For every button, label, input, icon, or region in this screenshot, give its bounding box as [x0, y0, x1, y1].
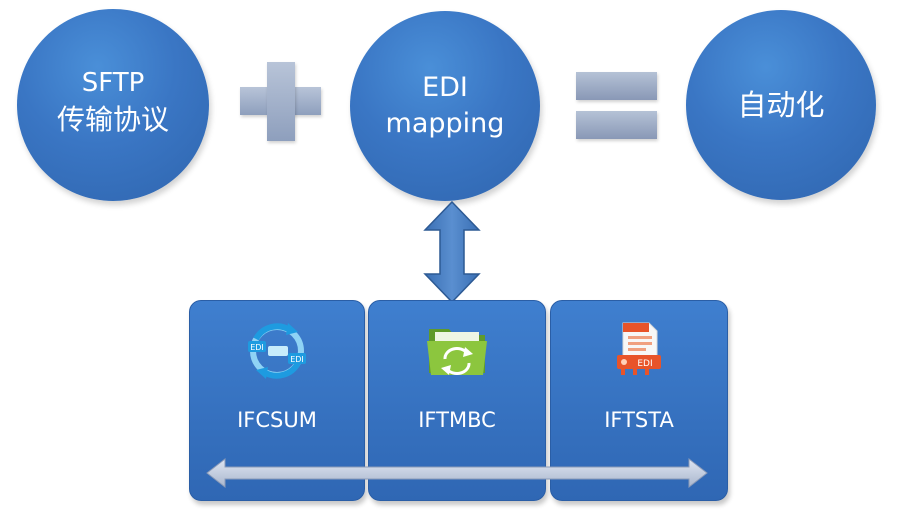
sftp-circle: SFTP 传输协议: [17, 9, 209, 201]
equals-bottom-bar: [576, 111, 657, 139]
equals-top-bar: [576, 72, 657, 100]
mapping-label: mapping: [385, 108, 505, 139]
edi-label: EDI: [422, 72, 468, 103]
iftsta-label: IFTSTA: [604, 408, 674, 432]
vertical-double-arrow: [423, 200, 481, 304]
horizontal-double-arrow: [206, 457, 708, 489]
automation-circle: 自动化: [686, 10, 876, 200]
edi-mapping-circle: EDI mapping: [350, 11, 540, 201]
green-folder-icon: [427, 329, 487, 375]
plus-vertical-bar: [267, 62, 295, 141]
edi-cycle-icon: EDI EDI: [248, 323, 306, 379]
iftmbc-label: IFTMBC: [418, 408, 496, 432]
ifcsum-label: IFCSUM: [237, 408, 317, 432]
sftp-label: SFTP: [81, 68, 145, 98]
automation-label: 自动化: [737, 88, 825, 122]
svg-text:EDI: EDI: [637, 359, 652, 369]
svg-text:EDI: EDI: [250, 343, 264, 352]
transfer-protocol-label: 传输协议: [56, 103, 169, 136]
edi-document-icon: EDI: [617, 322, 661, 375]
svg-text:EDI: EDI: [290, 355, 304, 364]
